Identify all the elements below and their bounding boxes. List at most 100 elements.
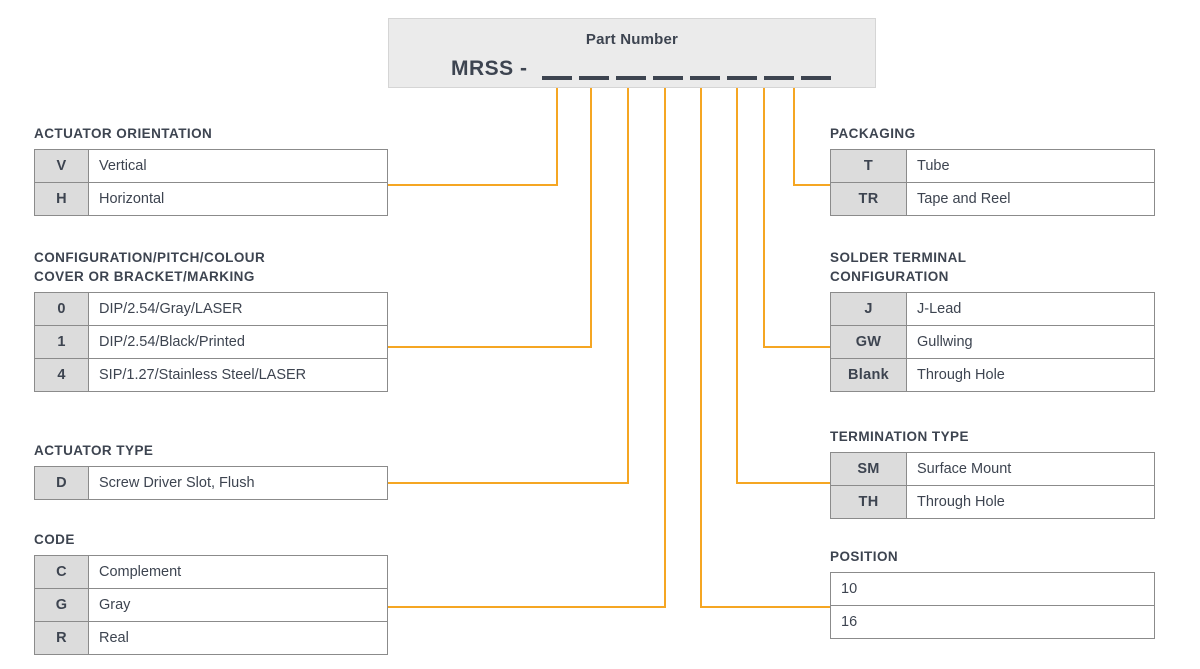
cell-code: G [34, 588, 89, 622]
cell-code: 1 [34, 325, 89, 359]
section-configuration: CONFIGURATION/PITCH/COLOUR COVER OR BRAC… [34, 248, 388, 392]
cell-code: C [34, 555, 89, 589]
cell-description: Horizontal [88, 182, 388, 216]
table-packaging: T Tube TR Tape and Reel [830, 149, 1155, 216]
connector-line-code-vertical [664, 88, 666, 608]
cell-position-value: 10 [830, 572, 1155, 606]
table-row: Blank Through Hole [830, 358, 1155, 392]
cell-code: TH [830, 485, 907, 519]
part-number-blank-2[interactable] [579, 76, 609, 80]
part-number-blank-7[interactable] [764, 76, 794, 80]
table-row: J J-Lead [830, 292, 1155, 326]
section-actuator-type: ACTUATOR TYPE D Screw Driver Slot, Flush [34, 441, 388, 500]
connector-line-actuator-orientation-vertical [556, 88, 558, 186]
cell-description: Real [88, 621, 388, 655]
cell-code: D [34, 466, 89, 500]
table-row: C Complement [34, 555, 388, 589]
section-code: CODE C Complement G Gray R Real [34, 530, 388, 655]
section-packaging: PACKAGING T Tube TR Tape and Reel [830, 124, 1155, 216]
section-title-packaging: PACKAGING [830, 126, 916, 141]
table-row: G Gray [34, 588, 388, 622]
connector-line-position-horizontal [700, 606, 832, 608]
connector-line-packaging-horizontal [793, 184, 832, 186]
table-row: 0 DIP/2.54/Gray/LASER [34, 292, 388, 326]
table-row: 1 DIP/2.54/Black/Printed [34, 325, 388, 359]
cell-description: Gullwing [906, 325, 1155, 359]
table-row: T Tube [830, 149, 1155, 183]
cell-description: Through Hole [906, 485, 1155, 519]
connector-line-actuator-orientation-horizontal [388, 184, 558, 186]
table-row: GW Gullwing [830, 325, 1155, 359]
cell-description: Tube [906, 149, 1155, 183]
section-title-configuration: CONFIGURATION/PITCH/COLOUR COVER OR BRAC… [34, 250, 266, 284]
table-row: D Screw Driver Slot, Flush [34, 466, 388, 500]
cell-code: 0 [34, 292, 89, 326]
part-number-prefix: MRSS - [451, 57, 528, 80]
section-actuator-orientation: ACTUATOR ORIENTATION V Vertical H Horizo… [34, 124, 388, 216]
part-number-header-box: Part Number MRSS - [388, 18, 876, 88]
section-title-termination-type: TERMINATION TYPE [830, 429, 969, 444]
table-row: V Vertical [34, 149, 388, 183]
part-number-blank-6[interactable] [727, 76, 757, 80]
cell-description: Vertical [88, 149, 388, 183]
table-row: 10 [830, 572, 1155, 606]
section-solder-terminal-configuration: SOLDER TERMINAL CONFIGURATION J J-Lead G… [830, 248, 1155, 392]
cell-code: V [34, 149, 89, 183]
section-title-position: POSITION [830, 549, 899, 564]
connector-line-actuator-type-vertical [627, 88, 629, 484]
section-title-solder-terminal-configuration: SOLDER TERMINAL CONFIGURATION [830, 250, 967, 284]
part-number-blank-3[interactable] [616, 76, 646, 80]
table-position: 10 16 [830, 572, 1155, 639]
section-termination-type: TERMINATION TYPE SM Surface Mount TH Thr… [830, 427, 1155, 519]
part-number-value-row: MRSS - [389, 57, 875, 87]
cell-description: Gray [88, 588, 388, 622]
cell-code: 4 [34, 358, 89, 392]
connector-line-position-vertical [700, 88, 702, 608]
cell-code: SM [830, 452, 907, 486]
cell-description: Screw Driver Slot, Flush [88, 466, 388, 500]
table-row: TR Tape and Reel [830, 182, 1155, 216]
cell-description: DIP/2.54/Black/Printed [88, 325, 388, 359]
table-row: R Real [34, 621, 388, 655]
part-number-blank-1[interactable] [542, 76, 572, 80]
table-row: H Horizontal [34, 182, 388, 216]
part-number-title: Part Number [585, 31, 679, 48]
connector-line-solder-terminal-horizontal [763, 346, 832, 348]
connector-line-code-horizontal [388, 606, 666, 608]
cell-code: J [830, 292, 907, 326]
cell-description: Surface Mount [906, 452, 1155, 486]
connector-line-termination-type-vertical [736, 88, 738, 484]
table-configuration: 0 DIP/2.54/Gray/LASER 1 DIP/2.54/Black/P… [34, 292, 388, 392]
cell-code: T [830, 149, 907, 183]
section-title-code: CODE [34, 532, 75, 547]
table-code: C Complement G Gray R Real [34, 555, 388, 655]
cell-description: Complement [88, 555, 388, 589]
part-number-blank-8[interactable] [801, 76, 831, 80]
cell-code: R [34, 621, 89, 655]
cell-code: H [34, 182, 89, 216]
table-row: SM Surface Mount [830, 452, 1155, 486]
table-solder-terminal-configuration: J J-Lead GW Gullwing Blank Through Hole [830, 292, 1155, 392]
section-title-actuator-type: ACTUATOR TYPE [34, 443, 154, 458]
cell-description: DIP/2.54/Gray/LASER [88, 292, 388, 326]
cell-description: SIP/1.27/Stainless Steel/LASER [88, 358, 388, 392]
cell-description: J-Lead [906, 292, 1155, 326]
cell-description: Tape and Reel [906, 182, 1155, 216]
connector-line-configuration-vertical [590, 88, 592, 348]
cell-description: Through Hole [906, 358, 1155, 392]
cell-code: GW [830, 325, 907, 359]
connector-line-actuator-type-horizontal [388, 482, 629, 484]
table-actuator-orientation: V Vertical H Horizontal [34, 149, 388, 216]
connector-line-termination-type-horizontal [736, 482, 832, 484]
connector-line-packaging-vertical [793, 88, 795, 186]
part-number-blank-5[interactable] [690, 76, 720, 80]
cell-code: Blank [830, 358, 907, 392]
section-title-actuator-orientation: ACTUATOR ORIENTATION [34, 126, 213, 141]
table-row: 4 SIP/1.27/Stainless Steel/LASER [34, 358, 388, 392]
cell-position-value: 16 [830, 605, 1155, 639]
table-row: 16 [830, 605, 1155, 639]
table-row: TH Through Hole [830, 485, 1155, 519]
section-position: POSITION 10 16 [830, 547, 1155, 639]
connector-line-configuration-horizontal [388, 346, 592, 348]
part-number-blank-4[interactable] [653, 76, 683, 80]
